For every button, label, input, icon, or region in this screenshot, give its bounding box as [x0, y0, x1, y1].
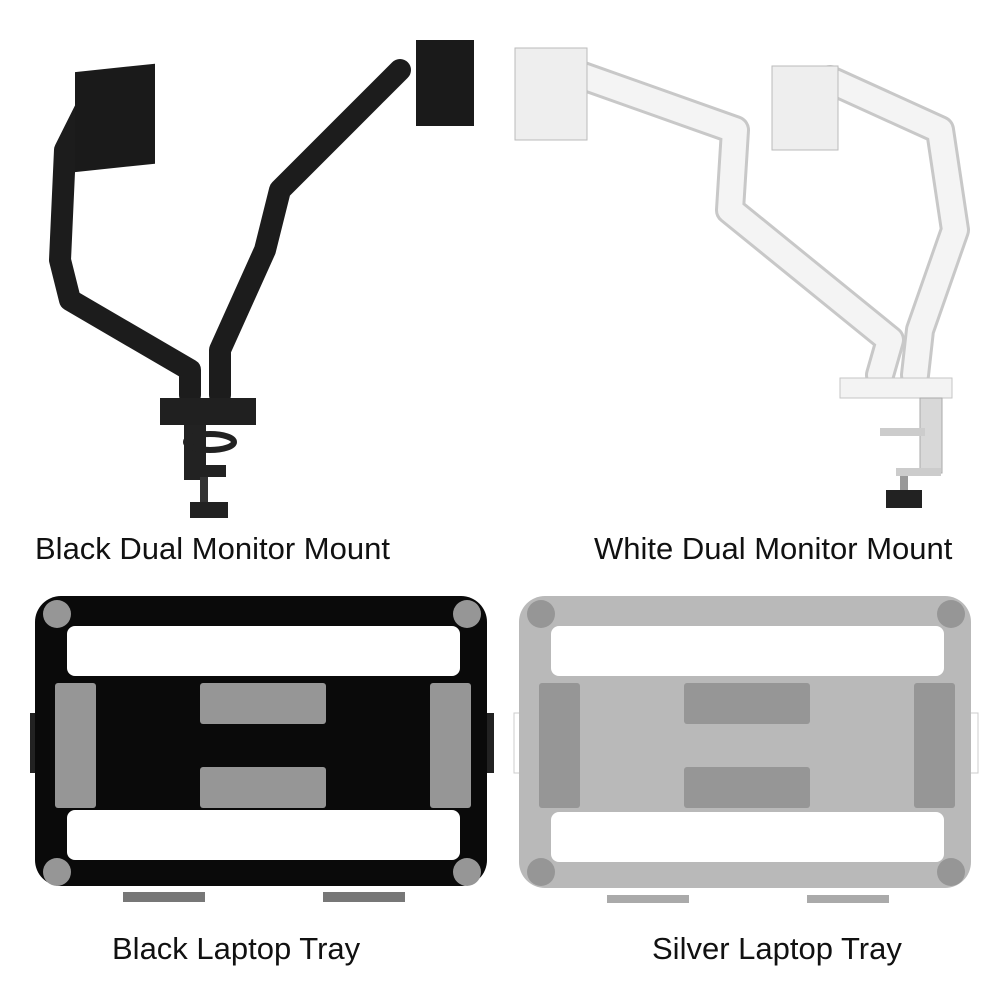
vesa-plate-right: [416, 40, 474, 126]
caption-white-monitor-mount: White Dual Monitor Mount: [594, 531, 953, 566]
black-laptop-tray-image: [30, 596, 494, 902]
caption-black-laptop-tray: Black Laptop Tray: [112, 931, 361, 966]
silver-laptop-tray-image: [513, 596, 979, 903]
vesa-plate-left: [75, 63, 155, 173]
white-monitor-mount-image: [514, 47, 970, 508]
caption-black-monitor-mount: Black Dual Monitor Mount: [35, 531, 390, 566]
black-monitor-mount-image: [49, 40, 474, 518]
caption-silver-laptop-tray: Silver Laptop Tray: [652, 931, 902, 966]
